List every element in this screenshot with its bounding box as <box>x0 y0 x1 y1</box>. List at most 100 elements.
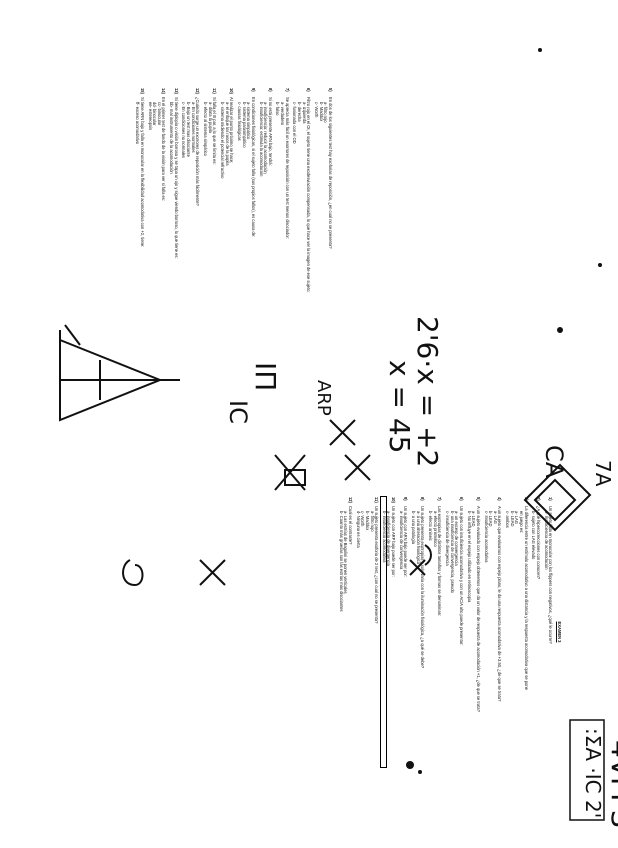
question-number: 7) <box>284 88 290 92</box>
question-stem: 7) Se aprecia más fácil un exorrores de r… <box>284 88 290 388</box>
answer-option: d- Ninguna es cierta <box>355 511 361 548</box>
question-number: 6) <box>306 88 312 92</box>
question-number: 8) <box>267 88 273 92</box>
answer-option: c- Worth <box>314 102 320 118</box>
question-text: Un sujeto presenta exoforia de 2 test, ¿… <box>374 506 380 624</box>
question-text: Cual es el contraste? <box>347 506 353 545</box>
question-stem: 6) Un sujeto con insuficiencia acomodativ… <box>458 497 464 767</box>
answer-option: b- Bajo un test mas disociante <box>186 102 192 157</box>
answer-option: a- LAG <box>514 511 520 524</box>
answer-option: b- insuficiencia acomodativa <box>381 443 387 821</box>
question-text: A un sujeto que evaluamos con espejo pla… <box>497 506 503 702</box>
question-number: 1) <box>548 497 554 501</box>
question-text: Si tiene diplopía o visión borrosa y se … <box>173 97 179 259</box>
question-text: ¿A qué hipercorrecciones con conocen? <box>536 506 542 580</box>
question-number: 9) <box>250 88 256 92</box>
question-number: 8) <box>420 497 426 501</box>
question-item: 12) ¿Cuándo surge un exorrores de reposic… <box>181 88 201 388</box>
question-text: Se aprecia más fácil un exorrores de rep… <box>284 97 290 239</box>
question-stem: 14) En el primer test de fondo de la visi… <box>161 88 166 388</box>
question-text: En el primer test de fondo de la visión … <box>161 97 167 201</box>
question-text: Filtro rojo en el OI, el sujeto tiene un… <box>306 97 312 293</box>
question-number: 6) <box>458 497 464 501</box>
question-stem: 10)Un sujeto con ARP bajo puede ser por: <box>391 497 396 767</box>
question-text: A un sujeto evaluado con espejo obtenemo… <box>475 506 481 712</box>
answer-option: b- efecto al sistema simpático <box>203 102 209 156</box>
question-text: Un sujeto presenta exotropias y solo var… <box>420 506 426 669</box>
question-text: Si tiene ARN bajo y falla en monocular e… <box>139 97 145 248</box>
question-item: 10) Al realizar el punto próximo se hace:… <box>219 88 235 388</box>
answer-option: b- LEAD <box>509 511 515 527</box>
question-item: 6) Un sujeto con insuficiencia acomodativ… <box>445 497 464 767</box>
question-text: Las exotropias de distintos tamaños y fo… <box>437 506 443 617</box>
question-number: 11) <box>212 88 218 94</box>
answer-option: b- sujeto con LAG elevado <box>531 511 537 560</box>
answer-option: c- En condiciones no normales <box>181 102 187 158</box>
question-number: 13) <box>173 88 179 94</box>
question-item: 13) Si tiene diplopía o visión borrosa y … <box>169 88 179 388</box>
question-number: 5) <box>327 88 333 92</box>
answer-option: a- izquierda <box>301 102 307 124</box>
answer-option: b- Maddox <box>318 102 324 122</box>
answer-option: b- No influye en el espejo utilizado en … <box>466 511 472 603</box>
question-number: 14) <box>161 88 167 94</box>
answer-option: c- causas fisiológicas <box>236 102 242 141</box>
question-text: Un sujeto con ARN bajo puede ser por: <box>403 506 409 578</box>
answer-option: c- Insuficiencia acomodativa <box>483 511 489 563</box>
question-text: ¿Cuándo surge un exorrores de reposición… <box>195 97 201 206</box>
answer-option: b- Cuanto más gruesas son las estrías má… <box>338 511 344 612</box>
answer-option: b- efecto aniseic <box>428 511 434 541</box>
question-text: Al realizar el punto próximo se hace: <box>229 97 235 164</box>
question-stem: 2) ¿A qué hipercorrecciones con conocen? <box>535 497 542 767</box>
question-item: 7) Se aprecia más fácil un exorrores de r… <box>275 88 290 388</box>
answer-option: b- a una patología <box>411 511 417 545</box>
question-text: En dos de los siguientes test hay exofor… <box>327 97 333 249</box>
answer-option: c- ambos <box>505 511 511 528</box>
question-stem: 5) A un sujeto evaluado con espejo obtene… <box>475 497 481 767</box>
question-item: 15) Si tiene ARN bajo y falla en monocula… <box>135 88 145 388</box>
question-item: 2) ¿A qué hipercorrecciones con conocen?b… <box>531 497 542 767</box>
question-number: 9) <box>403 497 409 501</box>
answer-option: b- falso <box>275 102 281 116</box>
answer-option: b- sistema midiendo el potencial refract… <box>220 102 225 179</box>
question-text: Si falla el III par, a lo que se limita … <box>212 97 218 165</box>
question-number: 4) <box>497 497 503 501</box>
question-text: Si no está presente ARN bajo, tendrá: <box>267 97 273 166</box>
exam-title: EXAMEN 3 <box>557 621 562 643</box>
question-number: 15) <box>139 88 145 94</box>
question-item: 6) Filtro rojo en el OI, el sujeto tiene … <box>292 88 311 388</box>
question-stem: 12) Cual es el contraste? <box>347 497 353 767</box>
question-item: 4) A un sujeto que evaluamos con espejo p… <box>483 497 503 767</box>
question-item: 9) En condiciones fisiológicas, si el suj… <box>236 88 256 388</box>
question-text: Un sujeto falla en monocular con los fli… <box>548 506 554 644</box>
answer-option: ee- estereopsis <box>147 102 153 130</box>
answer-option: a- insuficiencia de convergencia <box>398 511 404 570</box>
question-item: 14) En el primer test de fondo de la visi… <box>147 88 167 388</box>
question-number: 2) <box>536 497 542 501</box>
question-number: 11) <box>374 497 380 503</box>
question-stem: 11) Si falla el III par, a lo que se limi… <box>212 88 217 388</box>
question-item: 8)Si no está presente ARN bajo, tendrá:a… <box>258 88 273 388</box>
question-item: 8) Un sujeto presenta exotropias y solo v… <box>411 497 425 767</box>
question-number: 10) <box>229 88 235 94</box>
question-number: 10) <box>391 497 397 503</box>
left-question-column: 5) En dos de los siguientes test hay exof… <box>135 88 335 388</box>
question-text: Un sujeto con insuficiencia acomodativa … <box>458 506 464 646</box>
question-text: En condiciones fisiológicas, si el sujet… <box>250 97 256 238</box>
answer-option: b- Maddox <box>364 511 370 531</box>
question-stem: 4) A un sujeto que evaluamos con espejo p… <box>497 497 503 767</box>
question-number: 5) <box>475 497 481 501</box>
question-number: 12) <box>195 88 201 94</box>
answer-option: a- filtro rojo <box>369 511 375 532</box>
answer-option: dd- binocular <box>152 102 158 126</box>
question-item: 11) Un sujeto presenta exoforia de 2 test… <box>355 497 380 767</box>
answer-option: c- fusionada con el OD <box>292 102 298 144</box>
question-stem: 6) Filtro rojo en el OI, el sujeto tiene … <box>306 88 311 388</box>
question-item: 9) Un sujeto con ARN bajo puede ser por:a… <box>398 497 409 767</box>
question-stem: 3)La diferencia entre un estímulo acomod… <box>523 497 529 767</box>
question-item: 10)Un sujeto con ARP bajo puede ser por:… <box>381 443 396 821</box>
question-number: 3) <box>523 497 529 501</box>
question-item: 12)Cual es el contraste?a- Las estrías d… <box>338 497 353 767</box>
question-number: 12) <box>347 497 353 503</box>
